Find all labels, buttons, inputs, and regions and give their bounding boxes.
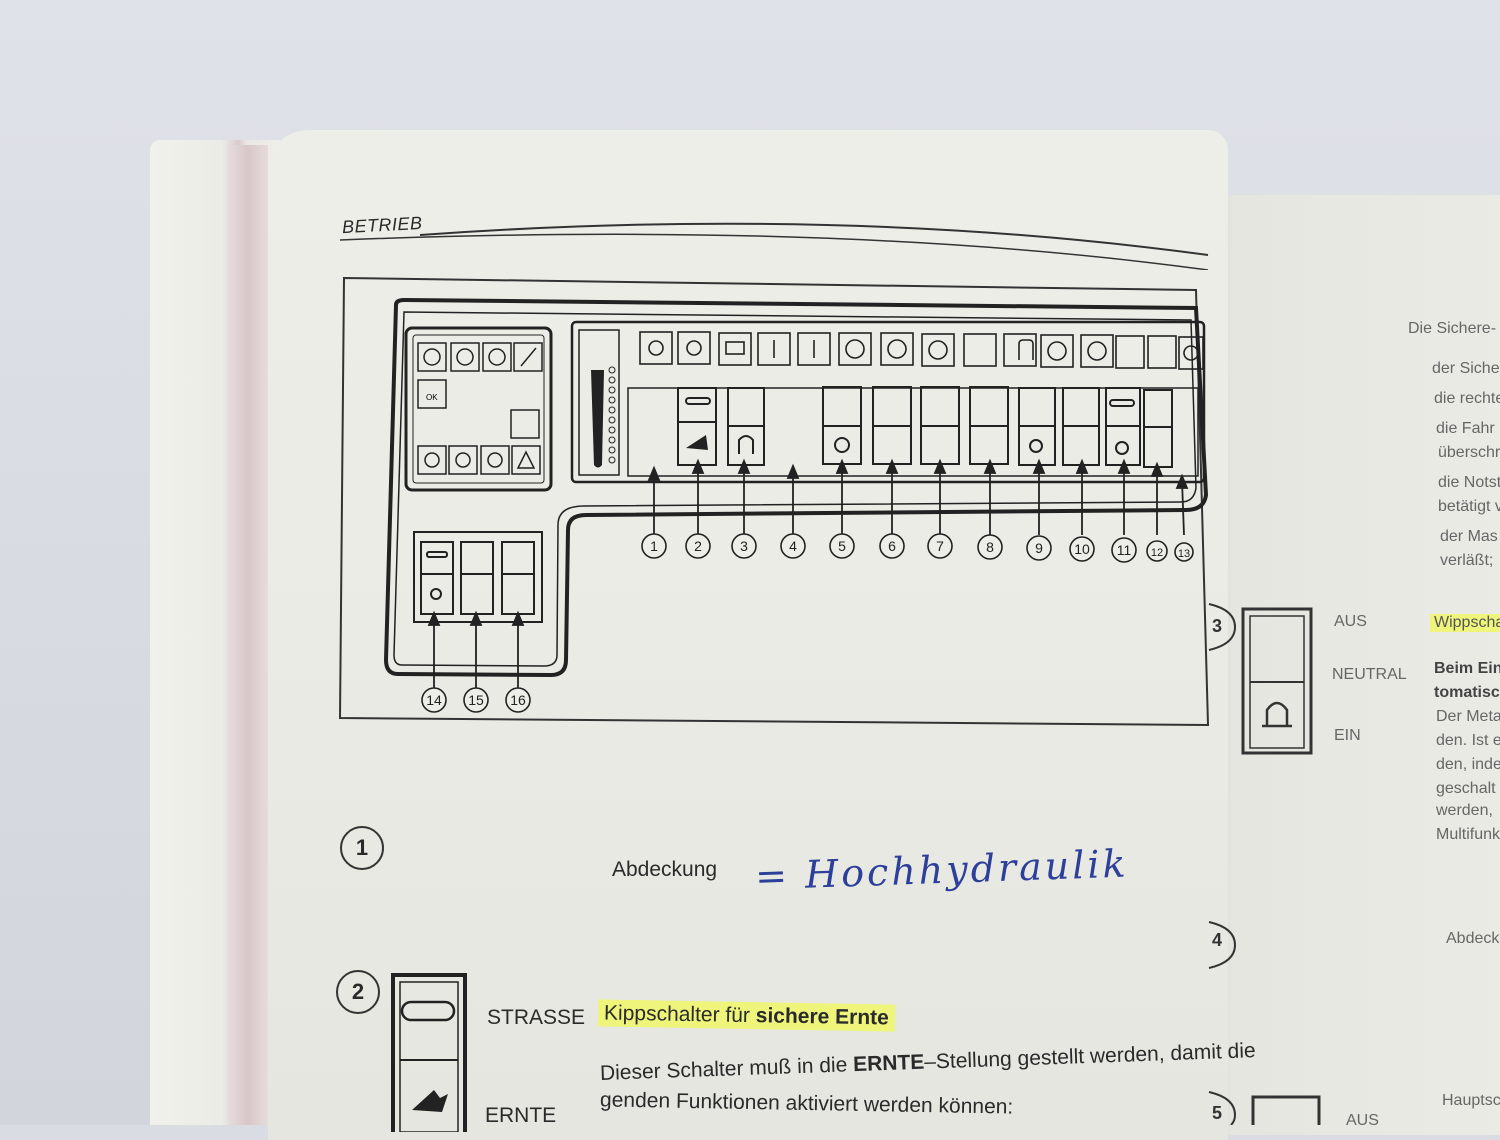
- callout-number-10: 10: [1074, 541, 1090, 557]
- callout-number-12: 12: [1151, 547, 1163, 559]
- right-bullet-text: betätigt v: [1438, 498, 1500, 515]
- callout-number-4: 4: [789, 538, 797, 554]
- right-bullet-text: der Mas: [1440, 528, 1498, 545]
- right-section-4-circle: [1208, 921, 1237, 969]
- switch-position-strasse: STRASSE: [487, 1006, 586, 1029]
- control-panel-diagram: OK: [338, 276, 1210, 727]
- right-section-3-number: 3: [1212, 616, 1223, 636]
- header-rule: [340, 222, 1209, 270]
- right-section-3-highlight: Wippschal: [1430, 614, 1500, 632]
- right-section-4-label: Abdeck: [1446, 930, 1500, 947]
- right-section-5-number: 5: [1212, 1103, 1223, 1123]
- right-switch-position: AUS: [1334, 613, 1367, 630]
- right-section-3-line: Multifunk: [1436, 826, 1500, 843]
- right-switch-position: EIN: [1334, 727, 1361, 744]
- callout-number-16: 16: [510, 692, 526, 708]
- right-section-5-label: Hauptsc: [1442, 1092, 1500, 1109]
- callout-number-5: 5: [838, 538, 846, 554]
- right-section-3-line: den. Ist e: [1436, 732, 1500, 749]
- right-section-3-bold-line: tomatisc: [1434, 684, 1500, 701]
- right-section-3-line: Der Meta: [1436, 708, 1500, 725]
- right-section-4-number: 4: [1212, 930, 1223, 950]
- right-switch-illustration: [1241, 607, 1313, 755]
- callout-number-9: 9: [1035, 540, 1043, 556]
- section-1-label: Abdeckung: [612, 858, 718, 881]
- right-bullet-text: überschr: [1438, 444, 1500, 461]
- right-section-3-bold-line: Beim Ein: [1434, 660, 1500, 677]
- callout-number-14: 14: [426, 692, 442, 708]
- safe-harvest-switch-illustration: [391, 973, 467, 1132]
- right-section-3-line: geschalt: [1436, 780, 1496, 797]
- callout-number-7: 7: [936, 538, 944, 554]
- section-2-number: 2: [336, 970, 380, 1014]
- callout-number-13: 13: [1178, 548, 1190, 560]
- section-1-number: 1: [340, 826, 384, 870]
- callout-number-3: 3: [740, 538, 748, 554]
- right-bullet-text: die Fahr: [1436, 420, 1495, 437]
- right-section-5-circle: [1208, 1091, 1237, 1125]
- section-2-heading: Kippschalter für sichere Ernte: [597, 999, 896, 1032]
- right-switch-position: NEUTRAL: [1332, 666, 1407, 683]
- callout-number-1: 1: [650, 538, 658, 554]
- callout-number-11: 11: [1117, 542, 1132, 558]
- desc-bold: ERNTE: [852, 1050, 925, 1077]
- right-section-3-line: werden,: [1436, 802, 1493, 819]
- right-page: [1210, 195, 1500, 1135]
- right-section-5-switch: [1251, 1095, 1321, 1125]
- right-bullet-text: der Siche: [1432, 360, 1500, 377]
- right-section-3-circle: [1208, 603, 1237, 651]
- section-2-heading-plain: Kippschalter für: [603, 1001, 756, 1028]
- svg-text:OK: OK: [426, 393, 438, 402]
- callout-number-8: 8: [986, 539, 994, 555]
- callout-number-6: 6: [888, 538, 896, 554]
- right-bullet-text: verläßt;: [1440, 552, 1494, 569]
- callout-number-2: 2: [694, 538, 702, 554]
- right-section-3-line: den, inde: [1436, 756, 1500, 773]
- right-bullet-text: die Notst: [1438, 474, 1500, 491]
- right-intro-text: Die Sichere-: [1408, 320, 1497, 337]
- section-2-heading-bold: sichere Ernte: [755, 1004, 890, 1030]
- callout-number-15: 15: [468, 692, 484, 708]
- page-edge-strip: [228, 145, 268, 1125]
- right-section-5-aus: AUS: [1346, 1112, 1379, 1129]
- switch-position-ernte: ERNTE: [485, 1104, 557, 1127]
- right-bullet-text: die rechte: [1434, 390, 1500, 407]
